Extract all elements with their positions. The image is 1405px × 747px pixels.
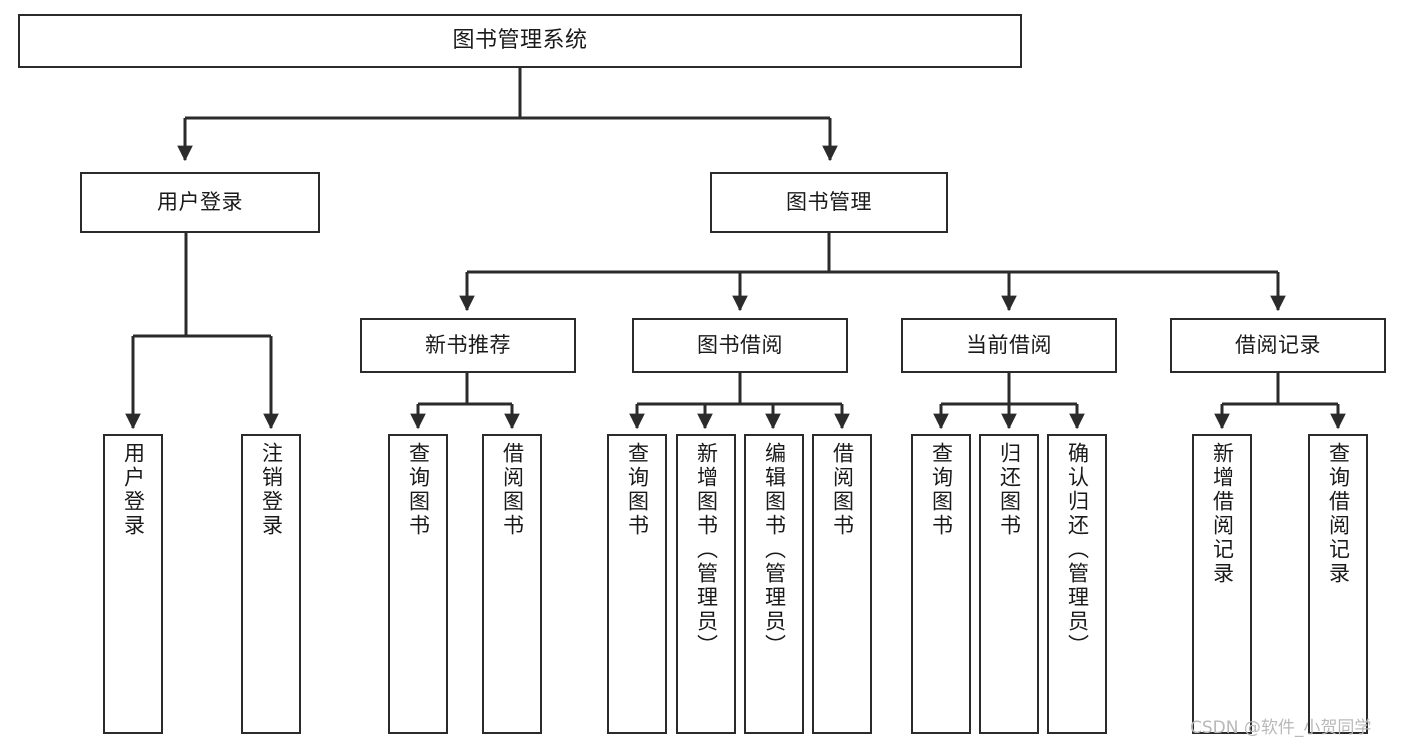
node-label: 查询借阅记录: [1326, 442, 1351, 586]
leaf-current-borrow-query[interactable]: 查询图书: [911, 434, 971, 734]
node-label: 新书推荐: [425, 333, 511, 358]
leaf-borrow-record-add[interactable]: 新增借阅记录: [1192, 434, 1252, 734]
node-current-borrow[interactable]: 当前借阅: [901, 318, 1117, 373]
leaf-book-borrow-query[interactable]: 查询图书: [607, 434, 667, 734]
node-root-system[interactable]: 图书管理系统: [18, 14, 1022, 68]
node-label: 归还图书: [997, 442, 1022, 538]
node-book-management[interactable]: 图书管理: [710, 172, 948, 233]
node-label: 图书借阅: [697, 333, 783, 358]
node-new-book-recommend[interactable]: 新书推荐: [360, 318, 576, 373]
node-book-borrow[interactable]: 图书借阅: [632, 318, 848, 373]
node-label: 新增借阅记录: [1210, 442, 1235, 586]
leaf-book-borrow-edit[interactable]: 编辑图书（管理员）: [744, 434, 804, 734]
leaf-new-book-borrow[interactable]: 借阅图书: [482, 434, 542, 734]
node-user-login[interactable]: 用户登录: [80, 172, 320, 233]
node-borrow-record[interactable]: 借阅记录: [1170, 318, 1386, 373]
leaf-new-book-query[interactable]: 查询图书: [388, 434, 448, 734]
node-label: 编辑图书（管理员）: [762, 442, 787, 658]
node-label: 借阅图书: [500, 442, 525, 538]
node-label: 当前借阅: [966, 333, 1052, 358]
node-label: 借阅记录: [1235, 333, 1321, 358]
leaf-borrow-record-query[interactable]: 查询借阅记录: [1308, 434, 1368, 734]
node-label: 用户登录: [121, 442, 146, 538]
node-label: 查询图书: [406, 442, 431, 538]
leaf-book-borrow-add[interactable]: 新增图书（管理员）: [676, 434, 736, 734]
node-label: 新增图书（管理员）: [694, 442, 719, 658]
leaf-current-borrow-return[interactable]: 归还图书: [979, 434, 1039, 734]
node-label: 图书管理系统: [452, 28, 588, 54]
node-label: 注销登录: [259, 442, 284, 538]
node-label: 查询图书: [625, 442, 650, 538]
watermark: CSDN @软件_小贺同学: [1190, 718, 1372, 738]
leaf-user-login-login[interactable]: 用户登录: [103, 434, 163, 734]
node-label: 借阅图书: [830, 442, 855, 538]
leaf-current-borrow-confirm-return[interactable]: 确认归还（管理员）: [1047, 434, 1107, 734]
node-label: 查询图书: [929, 442, 954, 538]
node-label: 图书管理: [786, 190, 872, 215]
leaf-user-login-logout[interactable]: 注销登录: [241, 434, 301, 734]
leaf-book-borrow-borrow[interactable]: 借阅图书: [812, 434, 872, 734]
node-label: 确认归还（管理员）: [1065, 442, 1090, 658]
node-label: 用户登录: [157, 190, 243, 215]
